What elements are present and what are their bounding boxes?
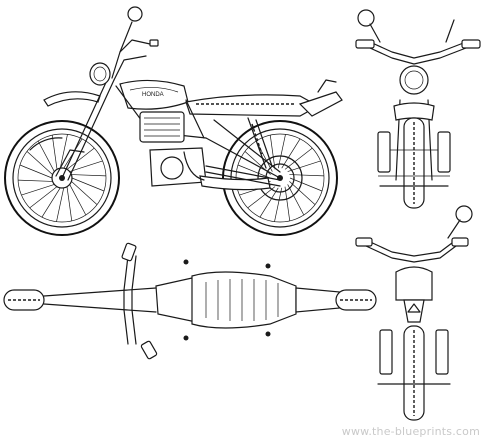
spoke [19, 164, 53, 179]
spoke [26, 151, 53, 175]
spoke [59, 134, 68, 169]
handlebar [111, 6, 159, 81]
spoke [69, 184, 87, 216]
spoke [287, 184, 305, 216]
front-view [355, 9, 481, 209]
rear-fender [298, 79, 343, 117]
engine [139, 111, 207, 187]
seat [185, 94, 320, 117]
spoke [56, 187, 65, 222]
spoke [69, 160, 103, 172]
front-fork [55, 77, 115, 181]
spoke [71, 174, 106, 177]
spoke [274, 187, 283, 222]
spoke [41, 187, 61, 218]
spoke [284, 147, 313, 170]
swingarm [205, 165, 281, 187]
grip-right-top [140, 340, 158, 360]
spoke [289, 174, 324, 177]
seat-top-view [191, 271, 297, 329]
top-view [3, 242, 377, 360]
spoke [284, 186, 291, 221]
rear-shock [247, 117, 273, 169]
spoke [71, 177, 105, 192]
rear-view [355, 205, 473, 421]
spoke [237, 164, 271, 179]
side-view: HONDA [4, 6, 343, 236]
front-fender [43, 91, 101, 107]
fuel-tank: HONDA [119, 79, 189, 110]
left-mirror [357, 9, 375, 27]
spoke [71, 181, 98, 205]
headlight [89, 62, 111, 86]
spoke [247, 186, 276, 209]
spoke [289, 177, 323, 192]
spoke [66, 147, 95, 170]
spoke [269, 135, 276, 170]
spoke [66, 186, 73, 221]
grip-left-top [121, 242, 137, 262]
spoke [289, 181, 316, 205]
left-grip [355, 39, 375, 49]
spoke [18, 179, 53, 182]
spoke [287, 160, 321, 172]
spoke [281, 138, 301, 169]
spoke [29, 186, 58, 209]
spoke [277, 134, 286, 169]
right-mirror [455, 205, 473, 223]
tail-light [403, 299, 425, 323]
spoke [21, 184, 55, 196]
tank-badge: HONDA [142, 92, 164, 98]
spoke [259, 187, 279, 218]
right-grip [461, 39, 481, 49]
exhaust [183, 151, 271, 191]
spoke [37, 140, 55, 172]
spoke [51, 135, 58, 170]
spoke [255, 140, 273, 172]
watermark: www.the-blueprints.com [341, 425, 480, 438]
front-headlight [399, 65, 429, 95]
